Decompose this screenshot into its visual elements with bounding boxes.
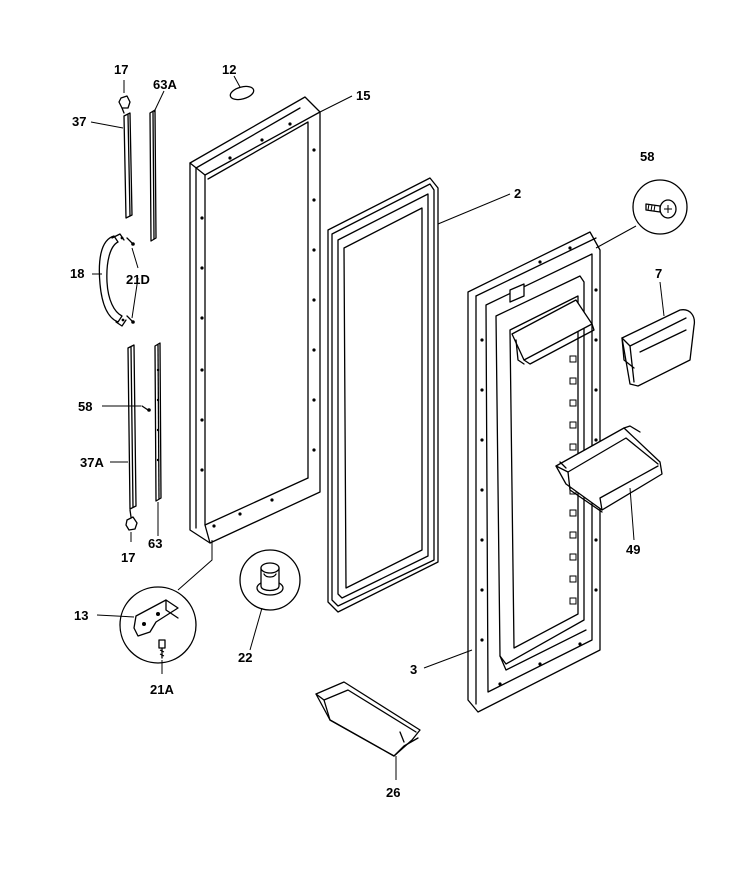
bin-26 — [315, 681, 421, 757]
hinge-screw-21A — [158, 639, 166, 659]
trim-strip-63 — [154, 342, 162, 502]
door-gasket — [327, 177, 439, 613]
label-17-bottom: 17 — [121, 550, 135, 565]
hinge-leader-lines — [177, 540, 213, 591]
screw-21D-bottom — [126, 315, 135, 324]
screw-cap-17-top — [118, 95, 131, 114]
label-17-top: 17 — [114, 62, 128, 77]
screw-detail-circle-58 — [632, 179, 688, 235]
screw-cap-17-bottom — [125, 509, 138, 531]
label-58-right: 58 — [640, 149, 654, 164]
hinge-detail-circle — [119, 586, 197, 664]
label-21D: 21D — [126, 272, 150, 287]
trim-strip-63A — [149, 109, 157, 242]
bushing-detail-circle — [239, 549, 301, 611]
label-26: 26 — [386, 785, 400, 800]
door-outer-panel — [189, 96, 321, 544]
label-49: 49 — [626, 542, 640, 557]
door-trim-bottom-37A — [127, 344, 137, 510]
door-handle — [98, 233, 127, 327]
label-21A: 21A — [150, 682, 174, 697]
label-13: 13 — [74, 608, 88, 623]
label-2: 2 — [514, 186, 521, 201]
label-15: 15 — [356, 88, 370, 103]
label-7: 7 — [655, 266, 662, 281]
label-12: 12 — [222, 62, 236, 77]
screw-21D-top — [126, 237, 135, 246]
label-18: 18 — [70, 266, 84, 281]
part-labels: 17 63A 12 15 37 2 58 18 21D 7 58 37A 49 … — [70, 62, 662, 800]
label-37: 37 — [72, 114, 86, 129]
label-63: 63 — [148, 536, 162, 551]
screw-58-left — [141, 405, 151, 412]
label-3: 3 — [410, 662, 417, 677]
leader-lines — [90, 75, 665, 780]
plug-12 — [229, 85, 255, 101]
label-22: 22 — [238, 650, 252, 665]
door-bin-49 — [555, 425, 663, 513]
door-trim-top-37 — [123, 112, 133, 219]
dairy-door-cover-7 — [621, 309, 696, 387]
label-63A: 63A — [153, 77, 177, 92]
inner-door-liner — [467, 231, 601, 713]
label-58-left: 58 — [78, 399, 92, 414]
label-37A: 37A — [80, 455, 104, 470]
